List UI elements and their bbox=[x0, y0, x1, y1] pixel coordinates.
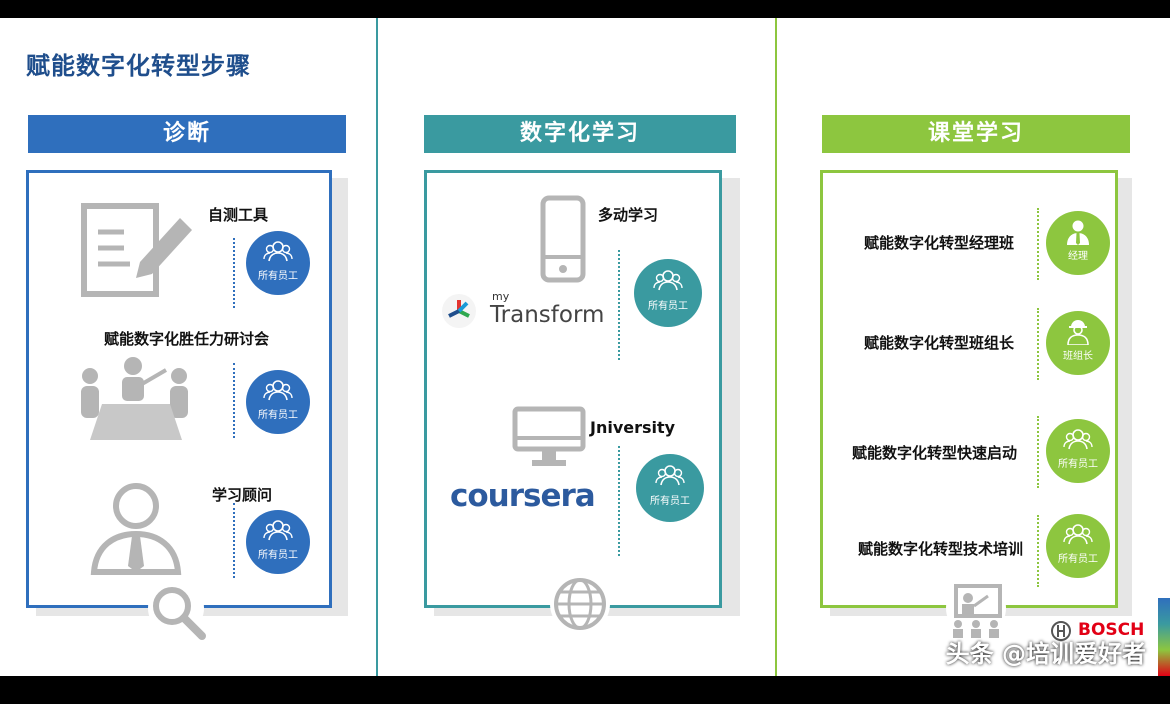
group-icon bbox=[263, 239, 293, 265]
logo-main-text: Transform bbox=[490, 302, 605, 328]
audience-badge: 班组长 bbox=[1046, 311, 1110, 375]
audience-badge: 所有员工 bbox=[246, 510, 310, 574]
dotted-divider bbox=[1037, 416, 1039, 488]
audience-badge: 所有员工 bbox=[246, 231, 310, 295]
group-icon bbox=[263, 378, 293, 404]
mytransform-icon bbox=[442, 294, 476, 328]
dotted-divider bbox=[233, 238, 235, 308]
globe-icon bbox=[554, 578, 606, 630]
logo-small-text: my bbox=[492, 290, 510, 303]
badge-label: 所有员工 bbox=[648, 301, 688, 312]
dotted-divider bbox=[1037, 208, 1039, 280]
item-label-advisor: 学习顾问 bbox=[212, 486, 273, 504]
group-icon bbox=[263, 518, 293, 544]
item-label-mobile-learning: 多动学习 bbox=[598, 206, 659, 224]
column-header-digital-learning: 数字化学习 bbox=[424, 115, 736, 153]
column-header-classroom: 课堂学习 bbox=[822, 115, 1130, 153]
bosch-wordmark: BOSCH bbox=[1078, 620, 1145, 640]
audience-badge: 所有员工 bbox=[1046, 419, 1110, 483]
audience-badge: 所有员工 bbox=[634, 259, 702, 327]
dotted-divider bbox=[233, 363, 235, 438]
badge-label: 所有员工 bbox=[258, 271, 298, 282]
item-label-manager-class: 赋能数字化转型经理班 bbox=[864, 234, 1015, 252]
badge-label: 所有员工 bbox=[1058, 459, 1098, 470]
audience-badge: 经理 bbox=[1046, 211, 1110, 275]
dotted-divider bbox=[233, 503, 235, 578]
audience-badge: 所有员工 bbox=[1046, 514, 1110, 578]
dotted-divider bbox=[1037, 515, 1039, 587]
badge-label: 所有员工 bbox=[258, 410, 298, 421]
badge-label: 所有员工 bbox=[1058, 554, 1098, 565]
group-icon bbox=[1063, 522, 1093, 548]
item-label-self-test: 自测工具 bbox=[208, 206, 269, 224]
watermark: 头条 @培训爱好者 bbox=[945, 640, 1146, 668]
bosch-armature-icon bbox=[1051, 621, 1071, 641]
badge-label: 班组长 bbox=[1063, 351, 1093, 362]
meeting-icon bbox=[81, 357, 188, 440]
group-icon bbox=[1063, 427, 1093, 453]
dotted-divider bbox=[618, 446, 620, 556]
item-label-team-leader: 赋能数字化转型班组长 bbox=[864, 334, 1015, 352]
bosch-logo: BOSCH bbox=[1050, 620, 1146, 644]
group-icon bbox=[653, 268, 683, 294]
dotted-divider bbox=[1037, 308, 1039, 380]
badge-label: 经理 bbox=[1068, 251, 1088, 262]
manager-icon bbox=[1067, 220, 1089, 245]
coursera-logo: coursera bbox=[450, 478, 596, 514]
badge-label: 所有员工 bbox=[650, 496, 690, 507]
magnifier-icon bbox=[153, 587, 206, 640]
item-label-university: Jniversity bbox=[590, 418, 676, 437]
column-header-diagnosis: 诊断 bbox=[28, 115, 346, 153]
desktop-icon bbox=[512, 406, 586, 466]
page-title: 赋能数字化转型步骤 bbox=[26, 52, 251, 80]
item-label-tech-training: 赋能数字化转型技术培训 bbox=[858, 540, 1024, 558]
mytransform-logo: my Transform bbox=[440, 288, 616, 332]
badge-label: 所有员工 bbox=[258, 550, 298, 561]
smartphone-icon bbox=[540, 195, 586, 283]
worker-icon bbox=[1067, 320, 1089, 345]
audience-badge: 所有员工 bbox=[246, 370, 310, 434]
group-icon bbox=[655, 463, 685, 489]
slide: 赋能数字化转型步骤 诊断 自测工具 所有员工 赋能数字化胜任力研讨会 所有员工 … bbox=[0, 18, 1170, 676]
classroom-icon bbox=[953, 584, 1002, 638]
dotted-divider bbox=[618, 250, 620, 360]
brand-color-strip bbox=[1158, 598, 1170, 676]
item-label-quick-start: 赋能数字化转型快速启动 bbox=[852, 444, 1018, 462]
consultant-icon bbox=[90, 483, 182, 575]
panel-digital-learning bbox=[424, 170, 722, 608]
column-divider-1 bbox=[376, 18, 378, 676]
item-label-workshop: 赋能数字化胜任力研讨会 bbox=[104, 330, 270, 348]
column-divider-2 bbox=[775, 18, 777, 676]
document-pen-icon bbox=[81, 203, 192, 297]
audience-badge: 所有员工 bbox=[636, 454, 704, 522]
